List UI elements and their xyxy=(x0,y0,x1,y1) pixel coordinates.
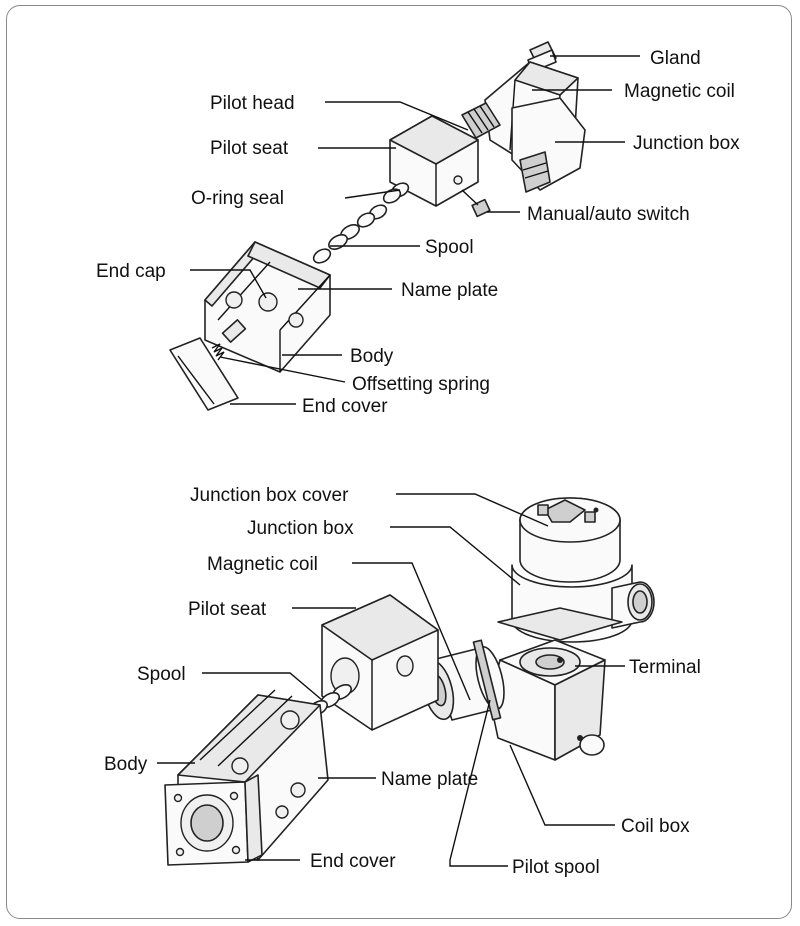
label-junction-box-bottom: Junction box xyxy=(247,518,354,539)
label-body-top: Body xyxy=(350,346,394,367)
label-coil-box: Coil box xyxy=(621,816,690,837)
label-offsetting-spring: Offsetting spring xyxy=(352,374,490,395)
label-name-plate-bottom: Name plate xyxy=(381,769,478,790)
label-pilot-seat-bottom: Pilot seat xyxy=(188,599,267,620)
end-cover-part xyxy=(169,337,239,411)
coil-box-part xyxy=(489,659,606,761)
body-part xyxy=(204,241,331,373)
label-pilot-seat-top: Pilot seat xyxy=(210,138,289,159)
diagram-frame xyxy=(6,5,792,919)
junction-box-part-bottom xyxy=(497,564,655,643)
spool-part xyxy=(312,204,388,264)
label-magnetic-coil-bottom: Magnetic coil xyxy=(207,554,318,575)
label-junction-box-cover: Junction box cover xyxy=(190,485,349,506)
label-body-bottom: Body xyxy=(104,754,148,775)
bottom-leader-lines xyxy=(157,493,625,867)
pilot-spool-part xyxy=(449,699,491,861)
label-end-cap: End cap xyxy=(96,261,166,282)
end-cover-part-bottom xyxy=(164,774,263,866)
label-spool-bottom: Spool xyxy=(137,664,186,685)
terminal-part xyxy=(499,639,606,686)
label-gland: Gland xyxy=(650,48,701,69)
label-junction-box-top: Junction box xyxy=(633,133,740,154)
label-pilot-spool: Pilot spool xyxy=(512,857,600,878)
label-spool-top: Spool xyxy=(425,237,474,258)
manual-auto-switch-part xyxy=(461,189,491,218)
junction-box-cover-part xyxy=(519,497,621,583)
bottom-assembly-view: Junction box cover Junction box Magnetic… xyxy=(104,485,701,878)
label-end-cover-top: End cover xyxy=(302,396,388,417)
label-name-plate-top: Name plate xyxy=(401,280,498,301)
label-manual-auto-switch: Manual/auto switch xyxy=(527,204,690,225)
pilot-head-part xyxy=(461,102,501,139)
junction-box-part xyxy=(511,97,586,193)
top-leader-lines xyxy=(190,55,640,405)
label-end-cover-bottom: End cover xyxy=(310,851,396,872)
label-terminal: Terminal xyxy=(629,657,701,678)
label-pilot-head: Pilot head xyxy=(210,93,295,114)
pilot-seat-part xyxy=(389,115,479,207)
label-magnetic-coil: Magnetic coil xyxy=(624,81,735,102)
top-exploded-view: Gland Magnetic coil Pilot head Junction … xyxy=(96,41,740,417)
offsetting-spring-part xyxy=(211,343,225,361)
label-o-ring-seal: O-ring seal xyxy=(191,188,284,209)
pilot-seat-part-bottom xyxy=(321,594,439,731)
